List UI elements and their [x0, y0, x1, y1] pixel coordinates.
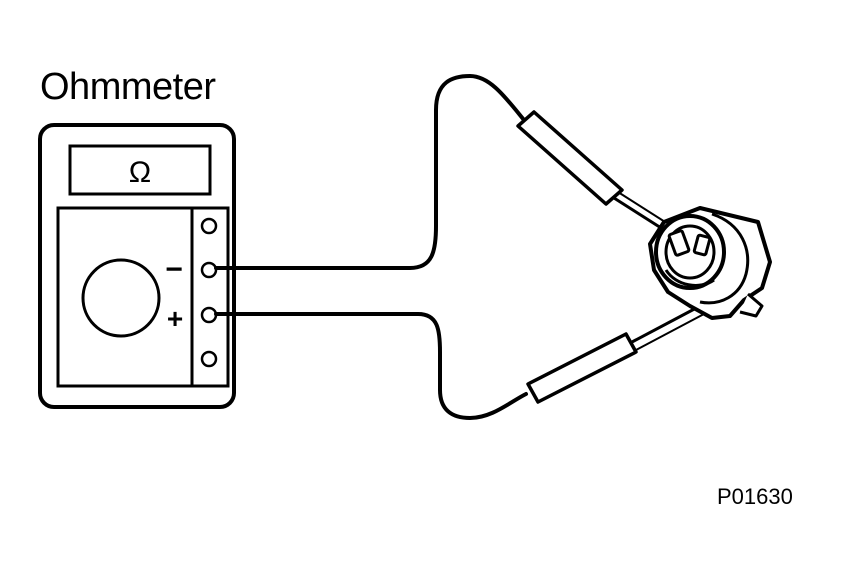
- connector-component: [648, 206, 772, 320]
- ohmmeter-dial: [81, 258, 161, 338]
- positive-probe-tip: [631, 304, 701, 344]
- negative-lead-wire: [214, 74, 526, 270]
- positive-probe-handle: [526, 332, 638, 404]
- figure-code: P01630: [717, 484, 793, 509]
- positive-lead-wire: [214, 312, 528, 420]
- terminal-1: [200, 217, 218, 235]
- positive-terminal-label: +: [167, 303, 183, 334]
- connector-pin-2: [692, 233, 712, 257]
- terminal-negative: [200, 261, 218, 279]
- connector-pin-1: [667, 229, 691, 257]
- ohmmeter: Ω − +: [38, 123, 236, 409]
- test-leads: [214, 74, 528, 420]
- positive-probe: [526, 304, 705, 404]
- negative-probe-handle: [516, 110, 624, 206]
- terminal-4: [200, 350, 218, 368]
- ohm-symbol: Ω: [129, 156, 151, 189]
- ohmmeter-label: Ohmmeter: [40, 66, 216, 108]
- ohmmeter-display: [68, 144, 212, 196]
- terminal-positive: [200, 306, 218, 324]
- connector-flange: [699, 212, 750, 305]
- negative-terminal-label: −: [165, 253, 183, 286]
- negative-probe: [516, 110, 685, 242]
